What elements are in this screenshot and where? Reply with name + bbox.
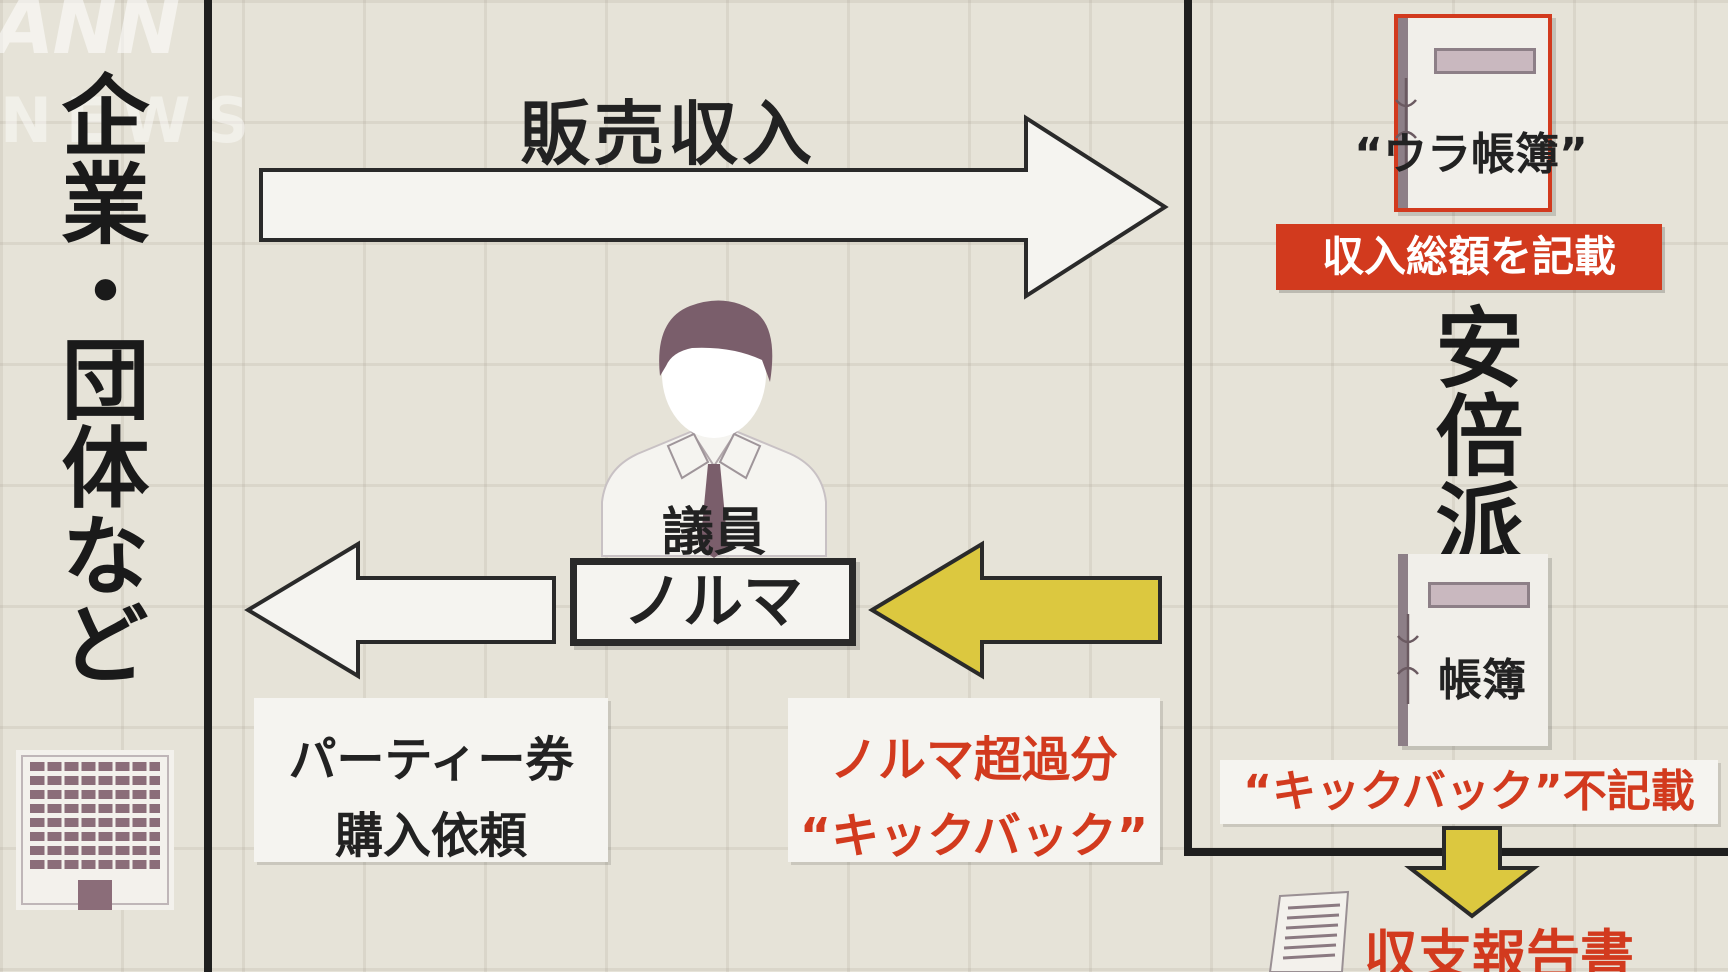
total-income-badge: 収入総額を記載 (1276, 224, 1662, 290)
ledger-tag (1434, 48, 1536, 74)
purchase-request-arrow (244, 540, 556, 680)
sales-revenue-arrow (259, 114, 1169, 300)
kickback-not-recorded-text: “キックバック”不記載 (1243, 766, 1695, 817)
kickback-line2: “キックバック” (799, 808, 1149, 864)
politician-silhouette-icon (601, 300, 827, 558)
quota-box (570, 558, 856, 646)
secret-ledger-book (1394, 14, 1552, 212)
abe-faction-label: 安倍派 (1421, 302, 1524, 566)
party-ticket-card: パーティー券 購入依頼 (254, 698, 608, 864)
report-document-icon (1268, 890, 1350, 972)
income-report-card: 収支報告書 (1220, 916, 1718, 972)
politician-role-label: 議員 (661, 503, 766, 563)
ann-logo: ANN (0, 0, 181, 72)
ledger-spine (1398, 18, 1408, 208)
ledger-tag-2 (1428, 582, 1530, 608)
binding-string-icon-2 (1397, 614, 1419, 704)
report-down-arrow (1404, 826, 1540, 919)
sales-revenue-label: 販売収入 (520, 93, 816, 175)
quota-label: ノルマ (623, 567, 803, 637)
ledger-label: 帳簿 (1438, 655, 1526, 706)
company-group-label: 企業・団体など (47, 70, 150, 686)
kickback-arrow (868, 540, 1162, 680)
secret-ledger-label: “ウラ帳簿” (1354, 129, 1588, 180)
party-ticket-line1: パーティー券 (288, 732, 574, 788)
party-ticket-line2: 購入依頼 (334, 808, 527, 864)
ledger-spine-2 (1398, 554, 1408, 746)
kickback-card: ノルマ超過分 “キックバック” (788, 698, 1160, 864)
binding-string-icon (1395, 78, 1417, 168)
office-building-icon (16, 750, 174, 910)
ledger-book (1397, 554, 1548, 746)
income-report-text: 収支報告書 (1364, 924, 1634, 972)
kickback-line1: ノルマ超過分 (829, 732, 1118, 788)
kickback-not-recorded-card: “キックバック”不記載 (1220, 760, 1718, 824)
left-panel-border (0, 0, 212, 972)
